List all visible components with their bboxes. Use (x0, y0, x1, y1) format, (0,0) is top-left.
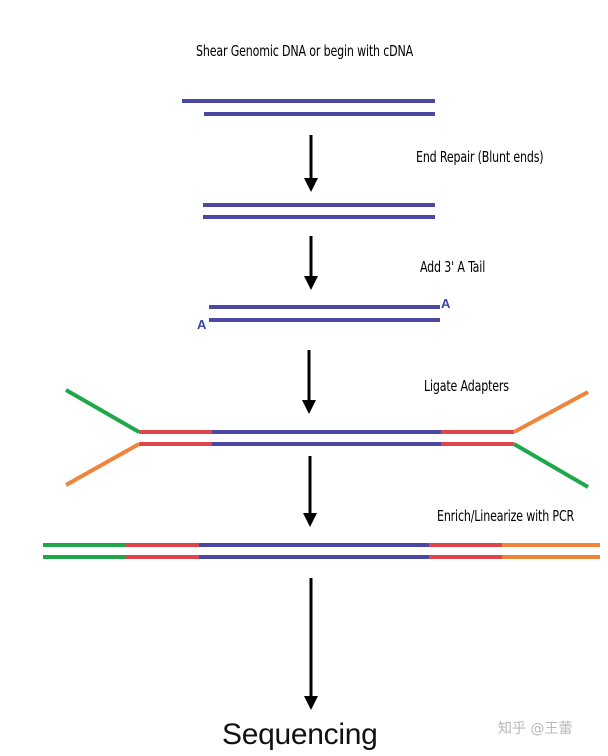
step-label-end-repair: End Repair (Blunt ends) (416, 148, 544, 166)
adapter-arm-orange-left (65, 442, 140, 487)
adapter-ligated-dna (65, 388, 590, 489)
adapter-arm-green-right (512, 442, 590, 489)
a-tailed-dna: A A (197, 296, 451, 332)
arrow-2 (304, 236, 318, 290)
sheared-dna (182, 99, 435, 116)
step-label-ligate-adapters: Ligate Adapters (424, 377, 509, 395)
arrow-1 (304, 135, 318, 192)
blunt-dna (203, 203, 435, 219)
adapter-arm-orange-right (513, 390, 589, 434)
step-label-enrich-pcr: Enrich/Linearize with PCR (437, 507, 575, 525)
watermark: 知乎 @王蕾 (498, 721, 573, 737)
a-overhang-right: A (441, 296, 451, 311)
step-label-shear: Shear Genomic DNA or begin with cDNA (196, 42, 414, 60)
arrow-3 (302, 350, 316, 414)
sequencing-label: Sequencing (222, 718, 378, 751)
step-label-a-tail: Add 3' A Tail (420, 258, 486, 276)
a-overhang-left: A (197, 317, 207, 332)
arrow-4 (303, 456, 317, 527)
adapter-arm-green-left (65, 388, 140, 434)
pcr-linear-library (43, 543, 600, 559)
arrow-5 (304, 578, 318, 710)
